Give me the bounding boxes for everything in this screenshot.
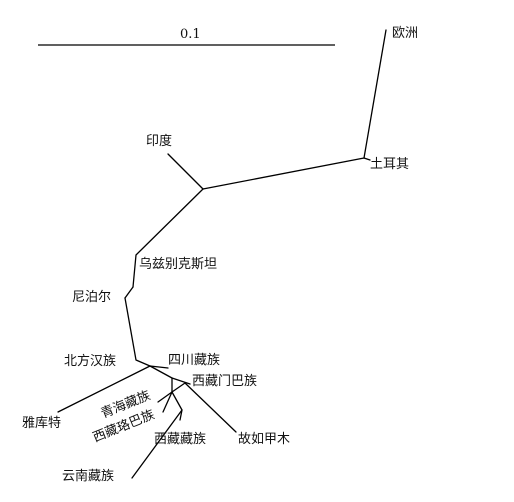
label-nepal: 尼泊尔 bbox=[72, 290, 111, 305]
label-tibet-monba: 西藏门巴族 bbox=[192, 373, 257, 389]
branch-nepal bbox=[124, 286, 134, 299]
branch-sichuan bbox=[149, 365, 169, 369]
label-sichuan-tibetan: 四川藏族 bbox=[168, 352, 220, 368]
label-turkey: 土耳其 bbox=[370, 157, 409, 172]
label-india: 印度 bbox=[146, 133, 172, 149]
label-uzbek: 乌兹别克斯坦 bbox=[139, 256, 217, 272]
branch-qinghai bbox=[157, 391, 173, 403]
branch-yakut bbox=[57, 365, 151, 413]
label-yunnan-tibetan: 云南藏族 bbox=[62, 468, 114, 484]
branch-gurumu bbox=[171, 382, 237, 433]
branch-central-node bbox=[149, 365, 173, 393]
branch-india bbox=[167, 153, 204, 190]
label-europe: 欧洲 bbox=[392, 26, 418, 41]
branch-uzbek-node bbox=[132, 188, 204, 288]
branch-europe bbox=[363, 29, 387, 159]
branch-turkey bbox=[363, 157, 371, 161]
label-yakut: 雅库特 bbox=[22, 415, 61, 431]
branch-turkey-node bbox=[202, 157, 365, 190]
label-gurumu: 故如甲木 bbox=[238, 431, 290, 447]
label-tibet-tibetan: 西藏藏族 bbox=[154, 431, 206, 447]
branch-lhoba bbox=[162, 391, 173, 413]
branch-monba bbox=[171, 377, 191, 385]
label-north-han: 北方汉族 bbox=[64, 353, 116, 369]
scale-bar-label: 0.1 bbox=[180, 27, 201, 42]
branch-yunnan bbox=[131, 409, 183, 479]
branch-internal-lower bbox=[124, 297, 151, 367]
